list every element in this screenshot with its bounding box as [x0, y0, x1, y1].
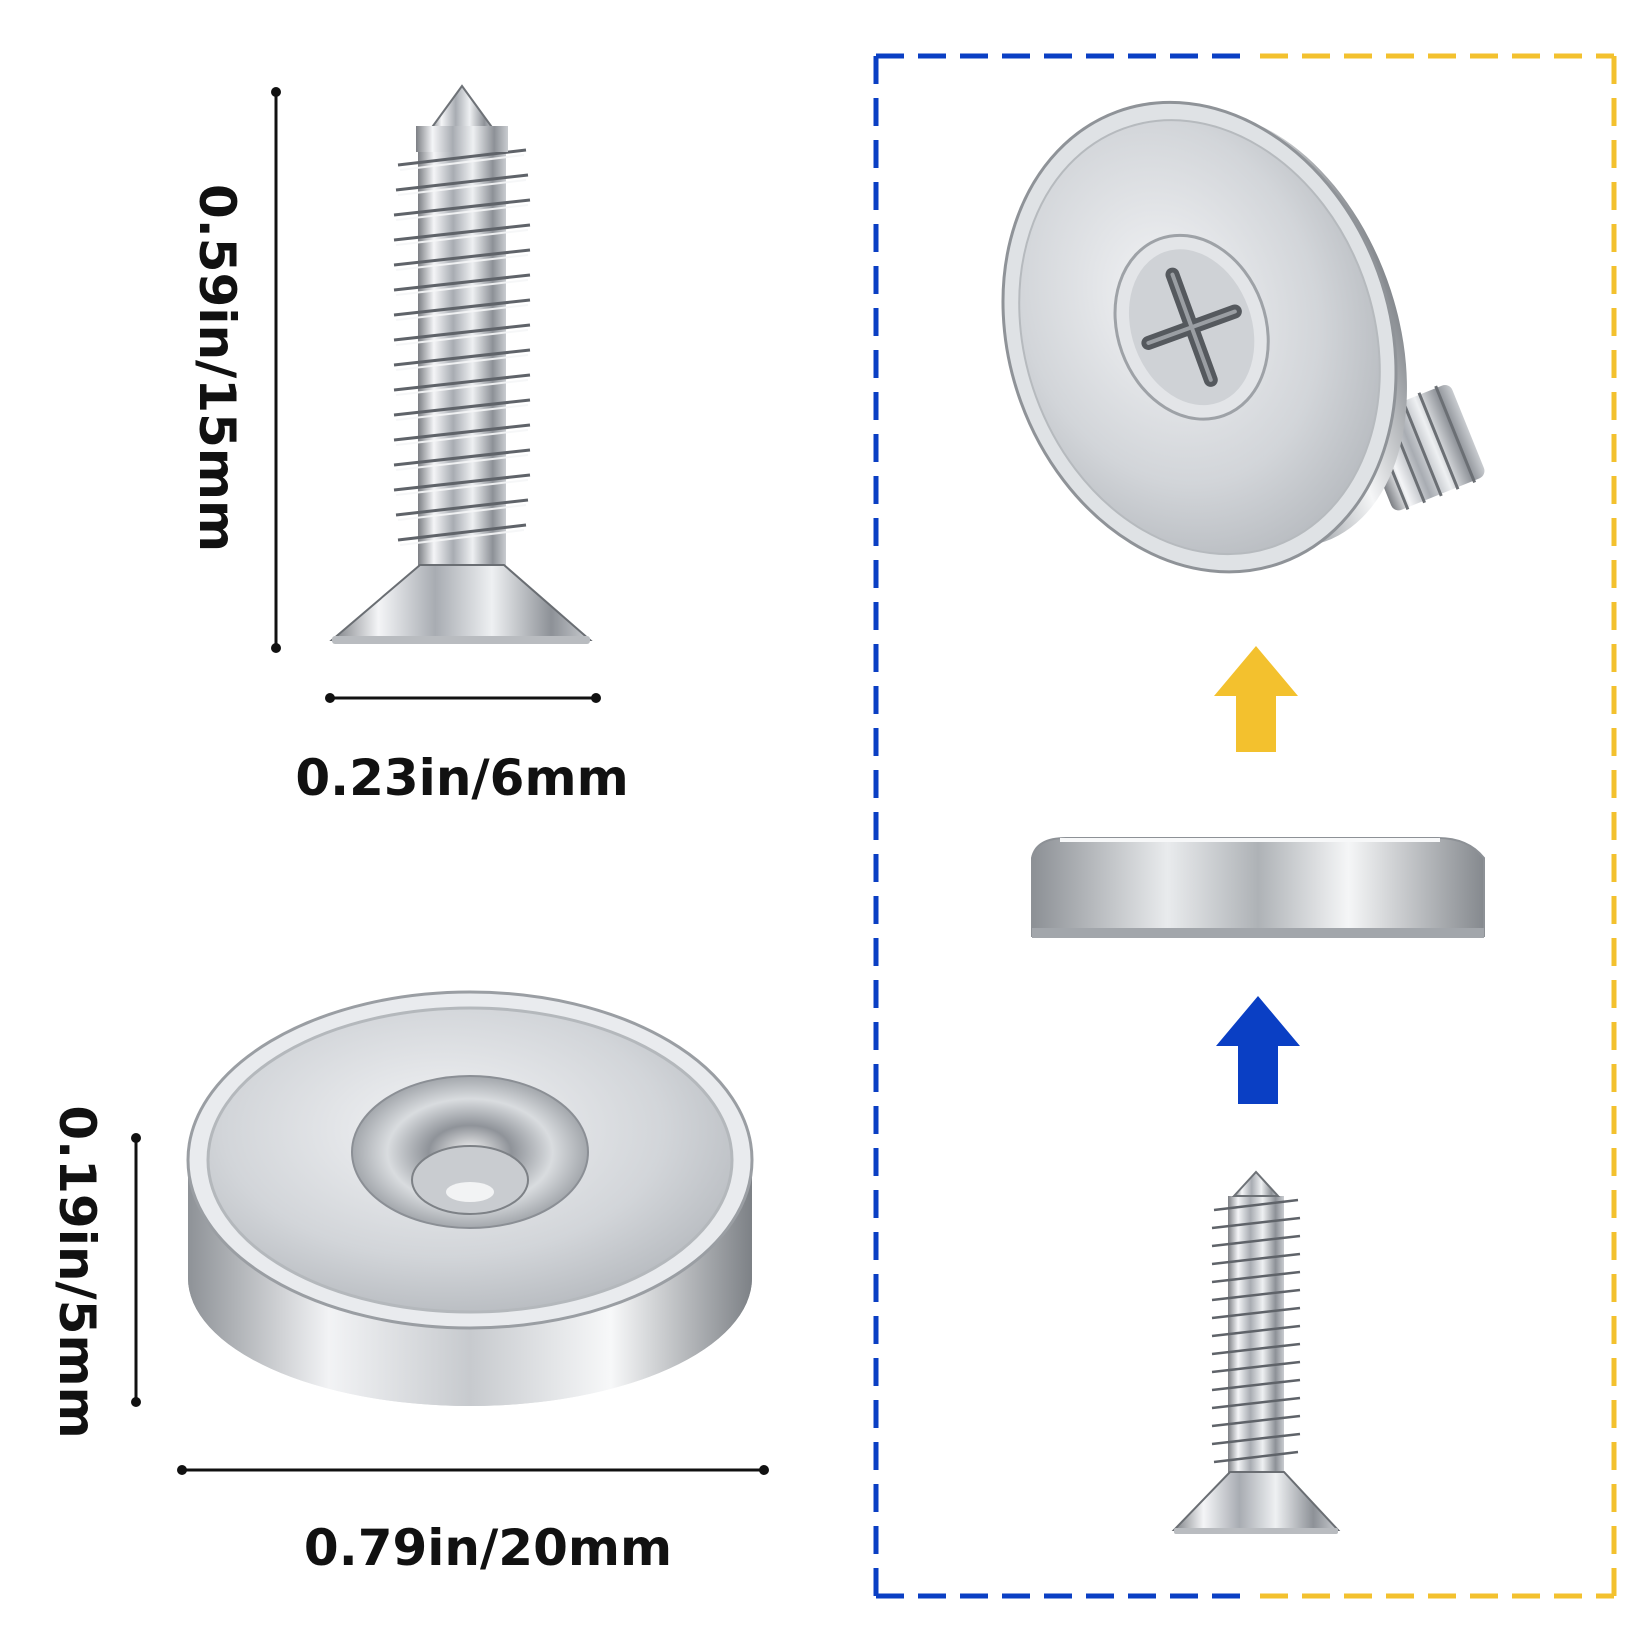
screw-large	[329, 84, 593, 644]
magnet-height-dimension: 0.19in/5mm	[48, 1105, 141, 1439]
steel-cup	[1031, 837, 1485, 938]
screw-length-label: 0.59in/15mm	[188, 184, 246, 552]
cup-magnet	[186, 990, 754, 1406]
arrow-up-icon	[1216, 996, 1300, 1104]
screw-width-dimension: 0.23in/6mm	[295, 693, 629, 807]
screw-small	[1171, 1170, 1341, 1534]
magnet-diameter-dimension: 0.79in/20mm	[177, 1465, 769, 1577]
arrow-up-icon	[1214, 646, 1298, 752]
assembly-frame	[873, 53, 1617, 1599]
magnet-height-label: 0.19in/5mm	[48, 1105, 106, 1438]
screw-length-dimension: 0.59in/15mm	[188, 87, 281, 653]
assembled-magnet	[1001, 100, 1485, 574]
magnet-diameter-label: 0.79in/20mm	[304, 1519, 672, 1577]
screw-width-label: 0.23in/6mm	[295, 749, 628, 807]
